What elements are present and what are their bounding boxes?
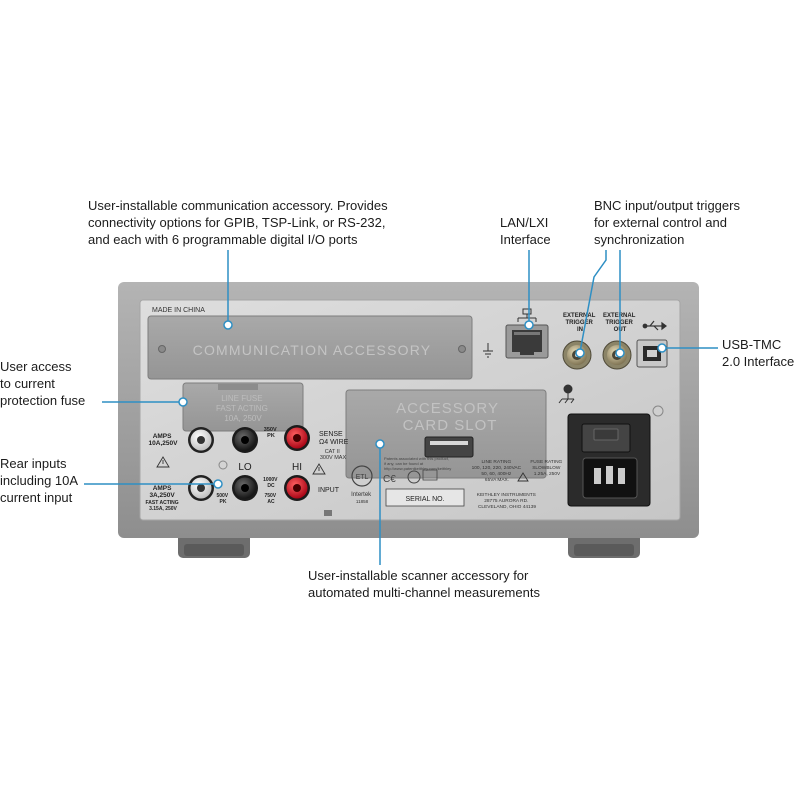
input-label: INPUT bbox=[318, 487, 340, 494]
warning-icon bbox=[517, 472, 529, 482]
hi-input-terminal[interactable] bbox=[284, 475, 310, 501]
v1000-label: 1000V DC bbox=[263, 477, 279, 489]
intertek-label: Intertek 11858 bbox=[351, 492, 373, 504]
callout-line: Rear inputs bbox=[0, 456, 67, 471]
card-slot-label: ACCESSORY CARD SLOT bbox=[396, 400, 504, 434]
callout-leader-lines bbox=[84, 250, 718, 565]
power-fuse-drawer-pull bbox=[593, 428, 619, 441]
lan-network-icon bbox=[517, 308, 537, 322]
power-inlet-pin bbox=[618, 468, 625, 484]
power-inlet-pin bbox=[606, 466, 613, 484]
amps-3a-label: AMPS 3A,250V FAST ACTING 3.15A, 250V bbox=[146, 485, 181, 512]
screw-icon bbox=[458, 345, 466, 353]
svg-text:C€: C€ bbox=[383, 474, 396, 485]
fuse-rating-label: FUSE RATING SLOWBLOW 1.25A, 250V bbox=[530, 459, 563, 477]
warning-icon bbox=[156, 456, 170, 468]
callout-line: Interface bbox=[500, 232, 551, 247]
etl-certification-icon: ETL bbox=[351, 465, 373, 487]
power-inlet-pin bbox=[594, 468, 601, 484]
ce-mark-icon: C€ bbox=[383, 474, 396, 485]
card-slot-handle-grip bbox=[430, 441, 468, 445]
lan-port-socket bbox=[512, 330, 542, 352]
serial-label: SERIAL NO. bbox=[405, 496, 444, 503]
warning-icon bbox=[312, 463, 326, 475]
screw-icon bbox=[324, 510, 332, 516]
callout-line: synchronization bbox=[594, 232, 685, 247]
peak-350v-label: 350V PK bbox=[264, 427, 278, 439]
amps-3a-terminal[interactable] bbox=[188, 475, 214, 501]
callout-line: 2.0 Interface bbox=[722, 354, 795, 369]
callout-usb: USB-TMC 2.0 Interface bbox=[722, 336, 794, 370]
callout-line: BNC input/output triggers bbox=[594, 198, 740, 213]
communication-accessory-slot[interactable] bbox=[147, 315, 473, 380]
communication-accessory-label: COMMUNICATION ACCESSORY bbox=[193, 342, 432, 358]
usb-port-contact bbox=[647, 350, 657, 357]
lo-terminal[interactable] bbox=[232, 427, 258, 453]
manufacturer-label: KEITHLEY INSTRUMENTS 28775 AURORA RD. CL… bbox=[477, 492, 537, 510]
made-in-label: MADE IN CHINA bbox=[152, 307, 205, 314]
callout-line: automated multi-channel measurements bbox=[308, 585, 540, 600]
callout-line: and each with 6 programmable digital I/O… bbox=[88, 232, 358, 247]
hi-sense-terminal[interactable] bbox=[284, 425, 310, 451]
callout-line: USB-TMC bbox=[722, 337, 782, 352]
serial-number-box bbox=[385, 488, 465, 507]
callout-line: for external control and bbox=[594, 215, 727, 230]
ground-icon bbox=[483, 343, 493, 358]
foot-shadow bbox=[574, 544, 634, 556]
callout-bnc: BNC input/output triggers for external c… bbox=[594, 197, 740, 248]
callout-line: connectivity options for GPIB, TSP-Link,… bbox=[88, 215, 386, 230]
callout-line: LAN/LXI bbox=[500, 215, 549, 230]
svg-text:ETL: ETL bbox=[356, 474, 369, 481]
callout-line: to current bbox=[0, 376, 55, 391]
callout-rear-inputs: Rear inputs including 10A current input bbox=[0, 455, 78, 506]
lan-port-contacts bbox=[514, 332, 540, 335]
screw-icon bbox=[218, 460, 228, 470]
amps-10a-terminal[interactable] bbox=[188, 427, 214, 453]
amps-10a-label: AMPS 10A,250V bbox=[149, 433, 179, 447]
screw-icon bbox=[652, 405, 664, 417]
callout-comm-accessory: User-installable communication accessory… bbox=[88, 197, 388, 248]
fuse-label: LINE FUSE FAST ACTING 10A, 250V bbox=[216, 394, 270, 423]
fuse-holder-tab bbox=[218, 384, 258, 390]
lo-input-terminal[interactable] bbox=[232, 475, 258, 501]
chassis-ground-icon bbox=[558, 384, 575, 404]
v500-label: 500V PK bbox=[216, 493, 229, 505]
callout-anchor-dots bbox=[178, 320, 667, 489]
foot-shadow bbox=[184, 544, 244, 556]
trigger-in-label: EXTERNAL TRIGGER IN bbox=[563, 313, 597, 333]
callout-line: including 10A bbox=[0, 473, 79, 488]
callout-fuse: User access to current protection fuse bbox=[0, 358, 85, 409]
hi-label: HI bbox=[292, 462, 302, 473]
callout-line: protection fuse bbox=[0, 393, 86, 408]
recycle-mark-icon bbox=[407, 470, 421, 484]
accessory-card-slot[interactable] bbox=[345, 389, 547, 479]
callout-line: User-installable communication accessory… bbox=[88, 198, 388, 213]
screw-icon bbox=[158, 345, 166, 353]
v750-label: 750V AC bbox=[264, 493, 277, 505]
lan-port-latch bbox=[520, 350, 534, 355]
sense-label: SENSE Ω4 WIRE bbox=[319, 431, 349, 446]
lo-label: LO bbox=[238, 462, 252, 473]
callout-line: User-installable scanner accessory for bbox=[308, 568, 529, 583]
usb-icon bbox=[642, 320, 667, 331]
card-slot-handle[interactable] bbox=[424, 436, 474, 458]
line-rating-label: LINE RATING 100, 120, 220, 240VAC 50, 60… bbox=[472, 459, 523, 483]
rcm-mark-icon bbox=[422, 469, 438, 481]
callout-lan: LAN/LXI Interface bbox=[500, 214, 551, 248]
callout-line: User access bbox=[0, 359, 72, 374]
callout-scanner: User-installable scanner accessory for a… bbox=[308, 567, 540, 601]
callout-line: current input bbox=[0, 490, 73, 505]
patents-label: Patents associated with this product, if… bbox=[384, 456, 451, 471]
cat-rating-label: CAT II 300V MAX bbox=[320, 449, 347, 461]
